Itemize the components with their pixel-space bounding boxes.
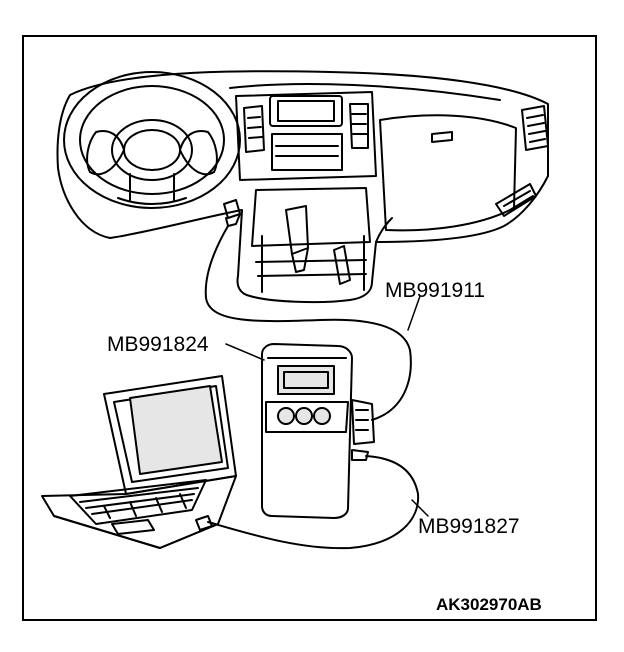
leader-mb991911: [407, 295, 421, 331]
glovebox-handle: [431, 131, 453, 143]
shift-lever: [285, 205, 309, 255]
center-console: [235, 91, 377, 293]
label-mut-mb991824: MB991824: [107, 333, 209, 356]
label-cable-mb991911: MB991911: [385, 279, 486, 302]
figure-reference-code: AK302970AB: [436, 595, 542, 614]
mut-iii-unit: [261, 343, 375, 519]
diagnostic-connector: [223, 199, 241, 227]
steering-wheel: [63, 71, 241, 209]
leader-mb991827: [411, 499, 429, 517]
label-cable-mb991827: MB991827: [418, 515, 520, 538]
laptop-pc: [41, 375, 237, 549]
cable-mb991911: [204, 225, 412, 421]
figure-frame: [22, 35, 597, 621]
vehicle-dashboard: [56, 70, 549, 304]
transfer-lever: [333, 245, 351, 285]
vent-right: [521, 105, 549, 151]
cable-mb991827: [207, 455, 420, 550]
leader-mb991824: [225, 343, 265, 361]
vent-lower-right: [495, 183, 537, 217]
touchpad: [111, 519, 155, 535]
